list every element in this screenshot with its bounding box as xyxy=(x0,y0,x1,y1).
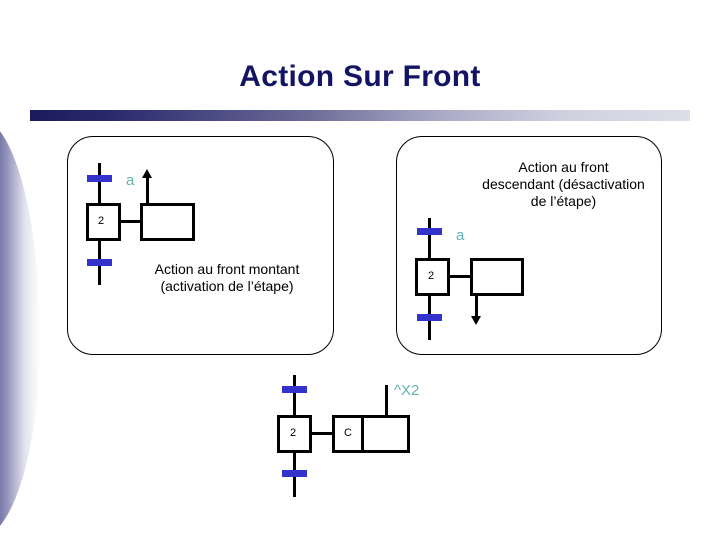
action-box-right xyxy=(470,258,524,296)
action-box-left xyxy=(140,203,195,241)
action-condition-line-bottom xyxy=(385,385,388,416)
step-number-left: 2 xyxy=(98,215,105,227)
action-arrow-head-up-left xyxy=(142,169,152,178)
step-box-right xyxy=(415,258,450,296)
transition-bar-upper-right xyxy=(417,228,442,235)
grafcet-line-upper-bottom xyxy=(293,375,296,417)
slide-left-decoration xyxy=(0,118,40,538)
step-box-left xyxy=(86,203,121,241)
transition-bar-lower-right xyxy=(417,314,442,321)
action-arrow-head-down-right xyxy=(471,316,481,325)
step-action-link-bottom xyxy=(311,432,333,435)
panel-falling-edge xyxy=(396,136,662,355)
action-arrow-shaft-left xyxy=(146,176,149,204)
transition-condition-label-left: a xyxy=(126,172,135,189)
action-qualifier-bottom: C xyxy=(344,427,352,439)
transition-bar-lower-left xyxy=(87,259,112,266)
grafcet-line-upper-left xyxy=(98,163,101,205)
transition-bar-upper-left xyxy=(87,175,112,182)
transition-condition-label-right: a xyxy=(456,227,465,244)
grafcet-line-upper-right xyxy=(428,218,431,260)
action-qualifier-divider xyxy=(361,415,364,453)
action-condition-label-bottom: ^X2 xyxy=(394,382,420,399)
page-title: Action Sur Front xyxy=(239,60,481,93)
action-arrow-shaft-right xyxy=(475,296,478,318)
panel-rising-edge xyxy=(67,136,334,355)
caption-rising-edge: Action au front montant (activation de l… xyxy=(154,261,300,294)
step-number-right: 2 xyxy=(428,270,435,282)
transition-bar-upper-bottom xyxy=(282,386,307,393)
step-box-bottom xyxy=(277,415,312,453)
action-box-bottom xyxy=(332,415,410,453)
step-number-bottom: 2 xyxy=(290,427,297,439)
caption-falling-edge: Action au front descendant (désactivatio… xyxy=(482,159,645,209)
title-underline-bar xyxy=(30,110,690,121)
transition-bar-lower-bottom xyxy=(282,470,307,477)
step-action-link-left xyxy=(120,220,142,223)
step-action-link-right xyxy=(449,275,471,278)
